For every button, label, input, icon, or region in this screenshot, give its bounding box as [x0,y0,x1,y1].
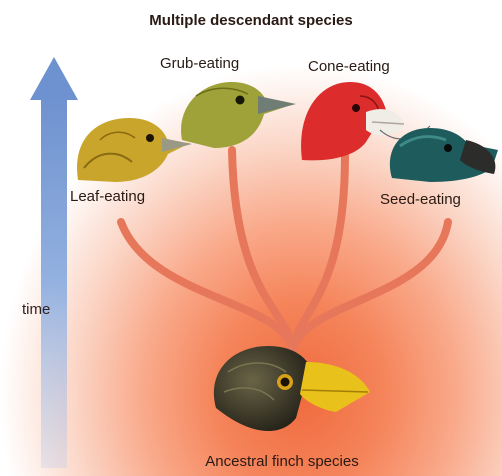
ancestral-species-label: Ancestral finch species [0,453,502,470]
seed-eating-finch-icon [390,128,498,182]
time-axis-label: time [22,301,50,318]
seed-eating-label: Seed-eating [380,191,461,208]
diagram-title: Multiple descendant species [0,12,502,29]
grub-eating-finch-icon [181,82,296,148]
leaf-eating-finch-icon [77,118,192,182]
phylogenetic-branches [121,150,448,352]
grub-eating-label: Grub-eating [160,55,239,72]
time-arrow-icon [30,57,78,468]
branch-to-seed-eating [293,222,448,352]
cone-eating-label: Cone-eating [308,58,390,75]
leaf-eating-label: Leaf-eating [70,188,145,205]
branch-to-leaf-eating [121,222,293,352]
ancestral-finch-icon [214,346,370,431]
